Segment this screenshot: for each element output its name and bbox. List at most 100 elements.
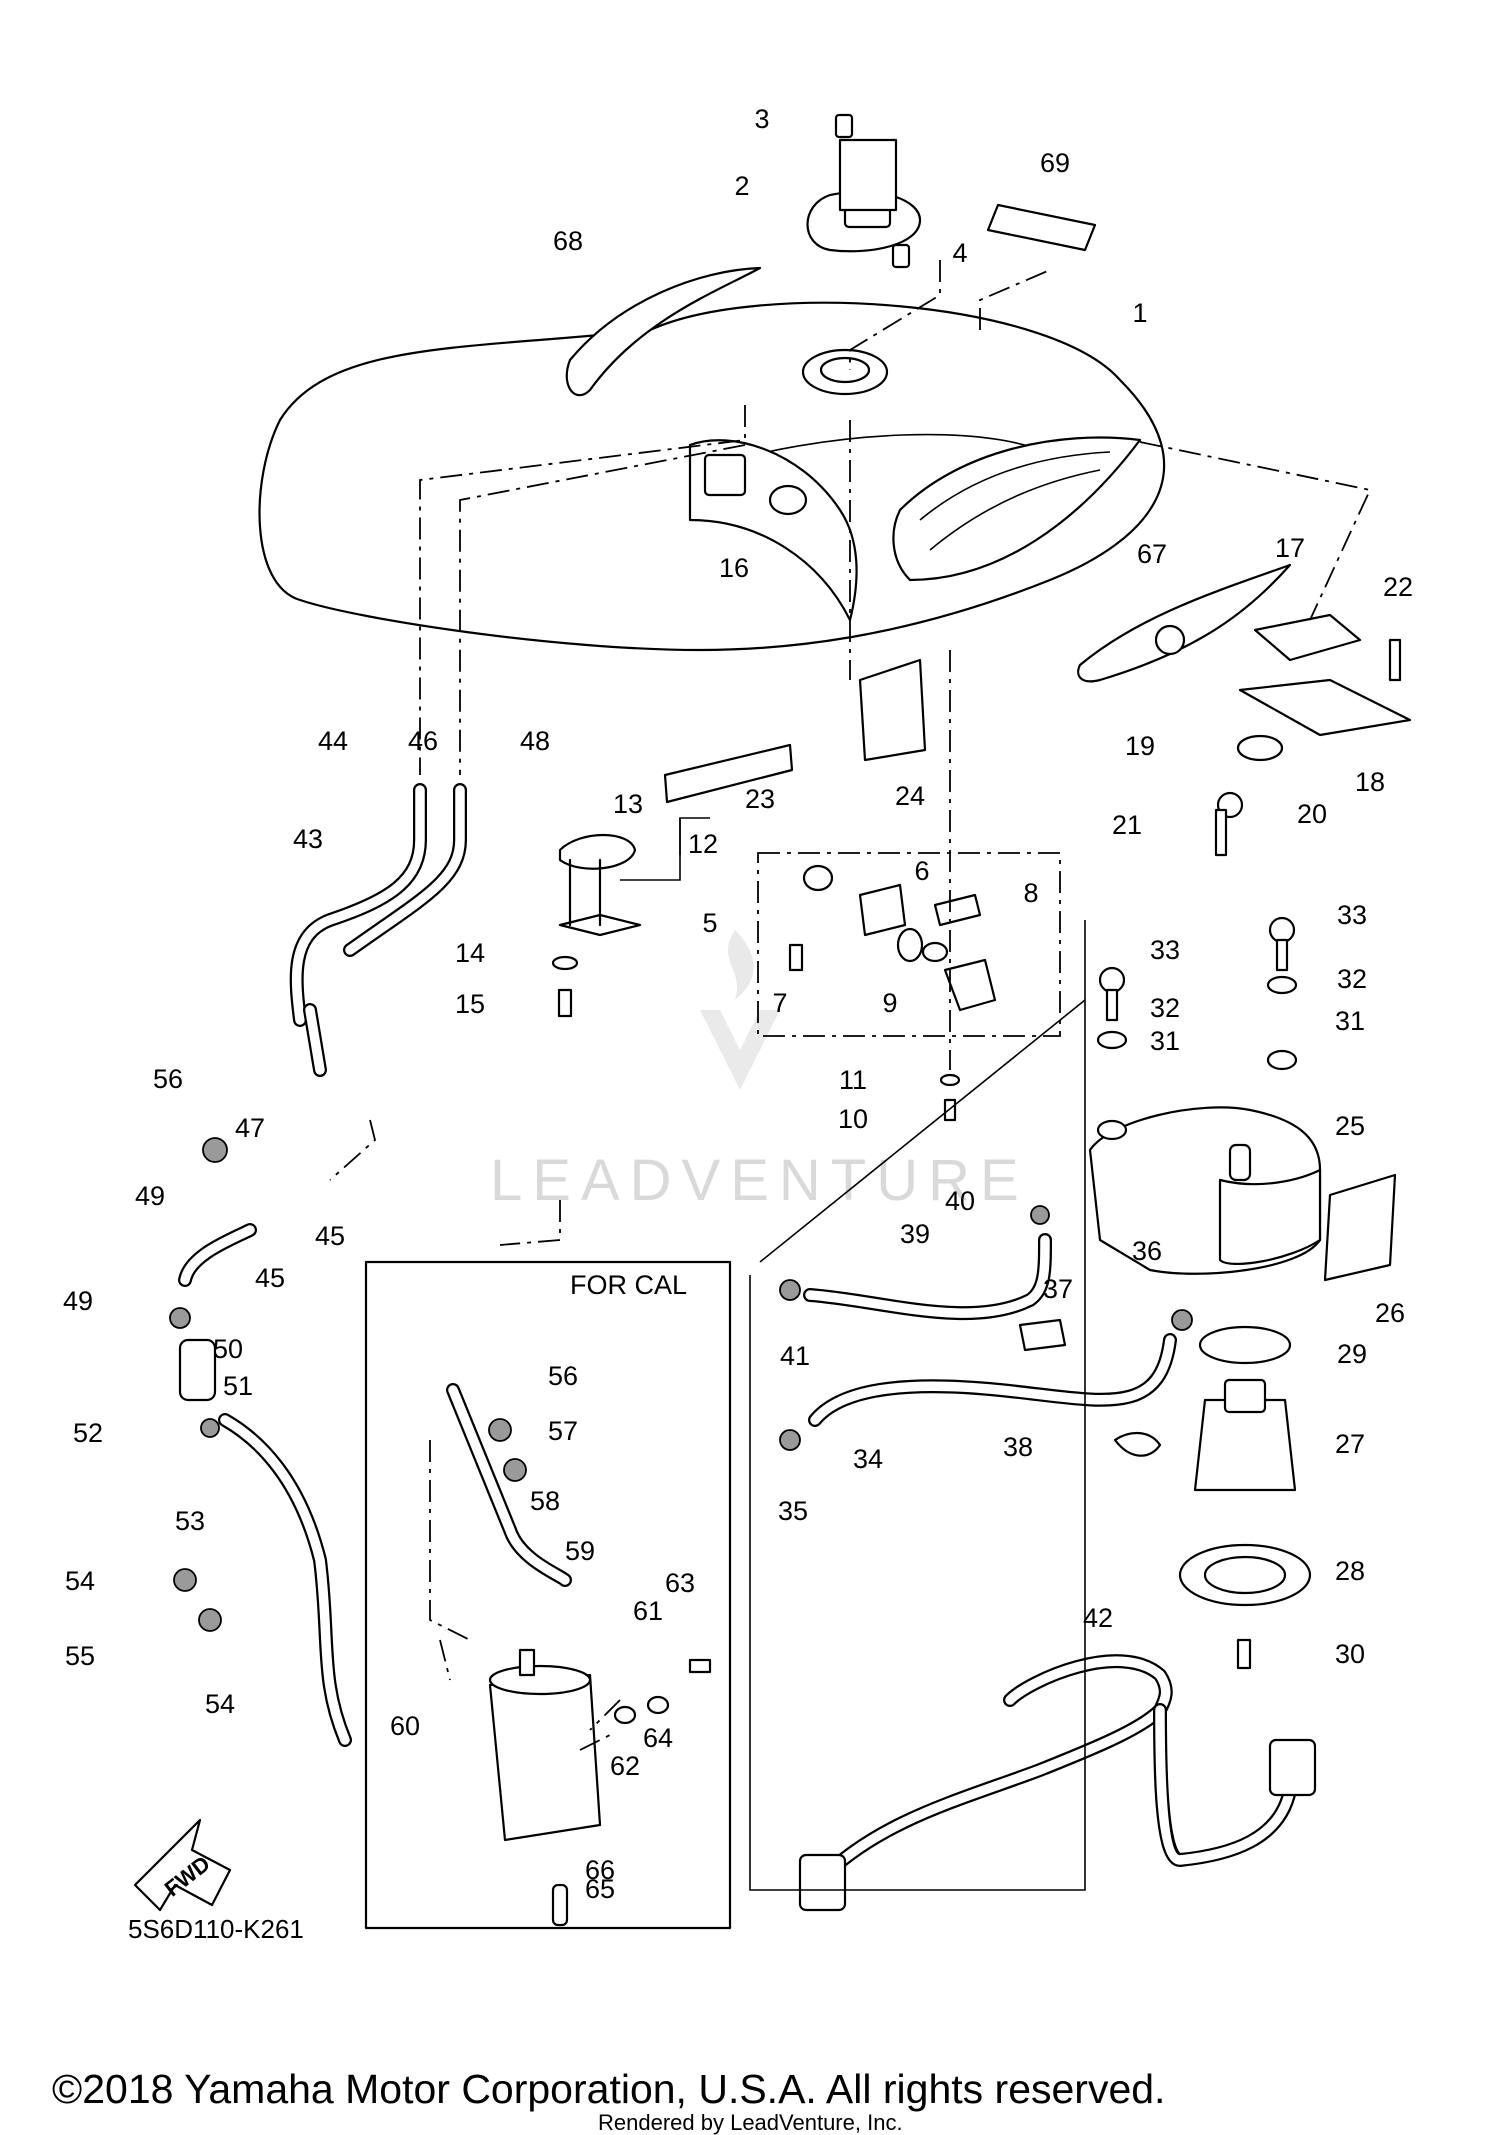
tank-emblem-right <box>1077 563 1292 683</box>
callout-31: 31 <box>1335 1006 1365 1036</box>
label-68 <box>986 203 1097 252</box>
callout-23: 23 <box>745 784 775 814</box>
callout-56: 56 <box>548 1361 578 1391</box>
pad-26 <box>1323 1173 1397 1282</box>
watermark-text: LEADVENTURE <box>490 1148 1029 1213</box>
callout-60: 60 <box>390 1711 420 1741</box>
callout-29: 29 <box>1337 1339 1367 1369</box>
callout-24: 24 <box>895 781 925 811</box>
callout-65: 65 <box>585 1874 615 1904</box>
callout-43: 43 <box>293 824 323 854</box>
callout-45: 45 <box>315 1221 345 1251</box>
callout-69: 69 <box>1040 148 1070 178</box>
callout-31: 31 <box>1150 1026 1180 1056</box>
callout-49: 49 <box>135 1181 165 1211</box>
callout-49: 49 <box>63 1286 93 1316</box>
plate-24 <box>858 658 927 762</box>
callout-48: 48 <box>520 726 550 756</box>
callout-40: 40 <box>945 1186 975 1216</box>
callout-17: 17 <box>1275 533 1305 563</box>
callout-58: 58 <box>530 1486 560 1516</box>
callout-41: 41 <box>780 1341 810 1371</box>
callout-51: 51 <box>223 1371 253 1401</box>
callout-13: 13 <box>613 789 643 819</box>
callout-53: 53 <box>175 1506 205 1536</box>
callout-62: 62 <box>610 1751 640 1781</box>
callout-20: 20 <box>1297 799 1327 829</box>
callout-4: 4 <box>952 238 967 268</box>
callout-33: 33 <box>1150 935 1180 965</box>
fuel-pump-assembly <box>1178 1325 1312 1670</box>
callout-30: 30 <box>1335 1639 1365 1669</box>
watermark: LEADVENTURE <box>490 930 1029 1213</box>
callout-54: 54 <box>65 1566 95 1596</box>
fuel-cap-assembly <box>806 113 922 269</box>
callout-14: 14 <box>455 938 485 968</box>
cal-canister <box>446 1383 712 1927</box>
callout-55: 55 <box>65 1641 95 1671</box>
rear-mount-bracket <box>1214 613 1412 857</box>
callout-3: 3 <box>754 104 769 134</box>
canister-bracket <box>1088 1049 1397 1282</box>
fuel-cock <box>788 864 997 1122</box>
protector-23 <box>663 743 794 804</box>
callout-59: 59 <box>565 1536 595 1566</box>
leader-frames <box>620 817 1086 1891</box>
callout-18: 18 <box>1355 767 1385 797</box>
callout-22: 22 <box>1383 572 1413 602</box>
copyright-notice: ©2018 Yamaha Motor Corporation, U.S.A. A… <box>52 2066 1165 2112</box>
callout-5: 5 <box>702 908 717 938</box>
rendered-by: Rendered by LeadVenture, Inc. <box>598 2110 903 2135</box>
fwd-arrow: FWD <box>133 1818 232 1912</box>
callout-8: 8 <box>1023 878 1038 908</box>
callout-68: 68 <box>553 226 583 256</box>
callout-54: 54 <box>205 1689 235 1719</box>
for-cal-label: FOR CAL <box>570 1270 687 1300</box>
callout-28: 28 <box>1335 1556 1365 1586</box>
callout-38: 38 <box>1003 1432 1033 1462</box>
fuel-filter <box>178 1338 352 1747</box>
hose-clamps <box>169 1137 228 1632</box>
callout-12: 12 <box>688 829 718 859</box>
callout-35: 35 <box>778 1496 808 1526</box>
callout-25: 25 <box>1335 1111 1365 1141</box>
callout-56: 56 <box>153 1064 183 1094</box>
leader-lines <box>329 260 1372 1751</box>
callout-16: 16 <box>719 553 749 583</box>
callout-50: 50 <box>213 1334 243 1364</box>
callout-44: 44 <box>318 726 348 756</box>
callout-36: 36 <box>1132 1236 1162 1266</box>
callout-47: 47 <box>235 1113 265 1143</box>
callout-63: 63 <box>665 1568 695 1598</box>
petcock-group-frame <box>757 852 1061 1037</box>
callout-15: 15 <box>455 989 485 1019</box>
callout-34: 34 <box>853 1444 883 1474</box>
callout-32: 32 <box>1150 993 1180 1023</box>
callout-10: 10 <box>838 1104 868 1134</box>
callout-21: 21 <box>1112 810 1142 840</box>
callout-66: 66 <box>585 1855 615 1885</box>
callout-64: 64 <box>643 1723 673 1753</box>
callout-7: 7 <box>772 988 787 1018</box>
callout-19: 19 <box>1125 731 1155 761</box>
callout-2: 2 <box>734 171 749 201</box>
callout-45: 45 <box>255 1263 285 1293</box>
callout-42: 42 <box>1083 1603 1113 1633</box>
fuel-level-sender <box>551 833 642 1018</box>
callout-6: 6 <box>914 856 929 886</box>
callout-26: 26 <box>1375 1298 1405 1328</box>
callout-11: 11 <box>839 1065 867 1095</box>
callout-67: 67 <box>1137 539 1167 569</box>
tank-emblem-left <box>565 266 762 397</box>
callout-39: 39 <box>900 1219 930 1249</box>
fuel-tank <box>258 301 1165 652</box>
callout-52: 52 <box>73 1418 103 1448</box>
for-cal-frame <box>364 1260 732 1930</box>
callout-9: 9 <box>882 988 897 1018</box>
callout-61: 61 <box>633 1596 663 1626</box>
diagram-code: 5S6D110-K261 <box>128 1914 304 1944</box>
callout-32: 32 <box>1337 964 1367 994</box>
callout-46: 46 <box>408 726 438 756</box>
bolts-and-washers-right <box>1096 916 1298 1050</box>
